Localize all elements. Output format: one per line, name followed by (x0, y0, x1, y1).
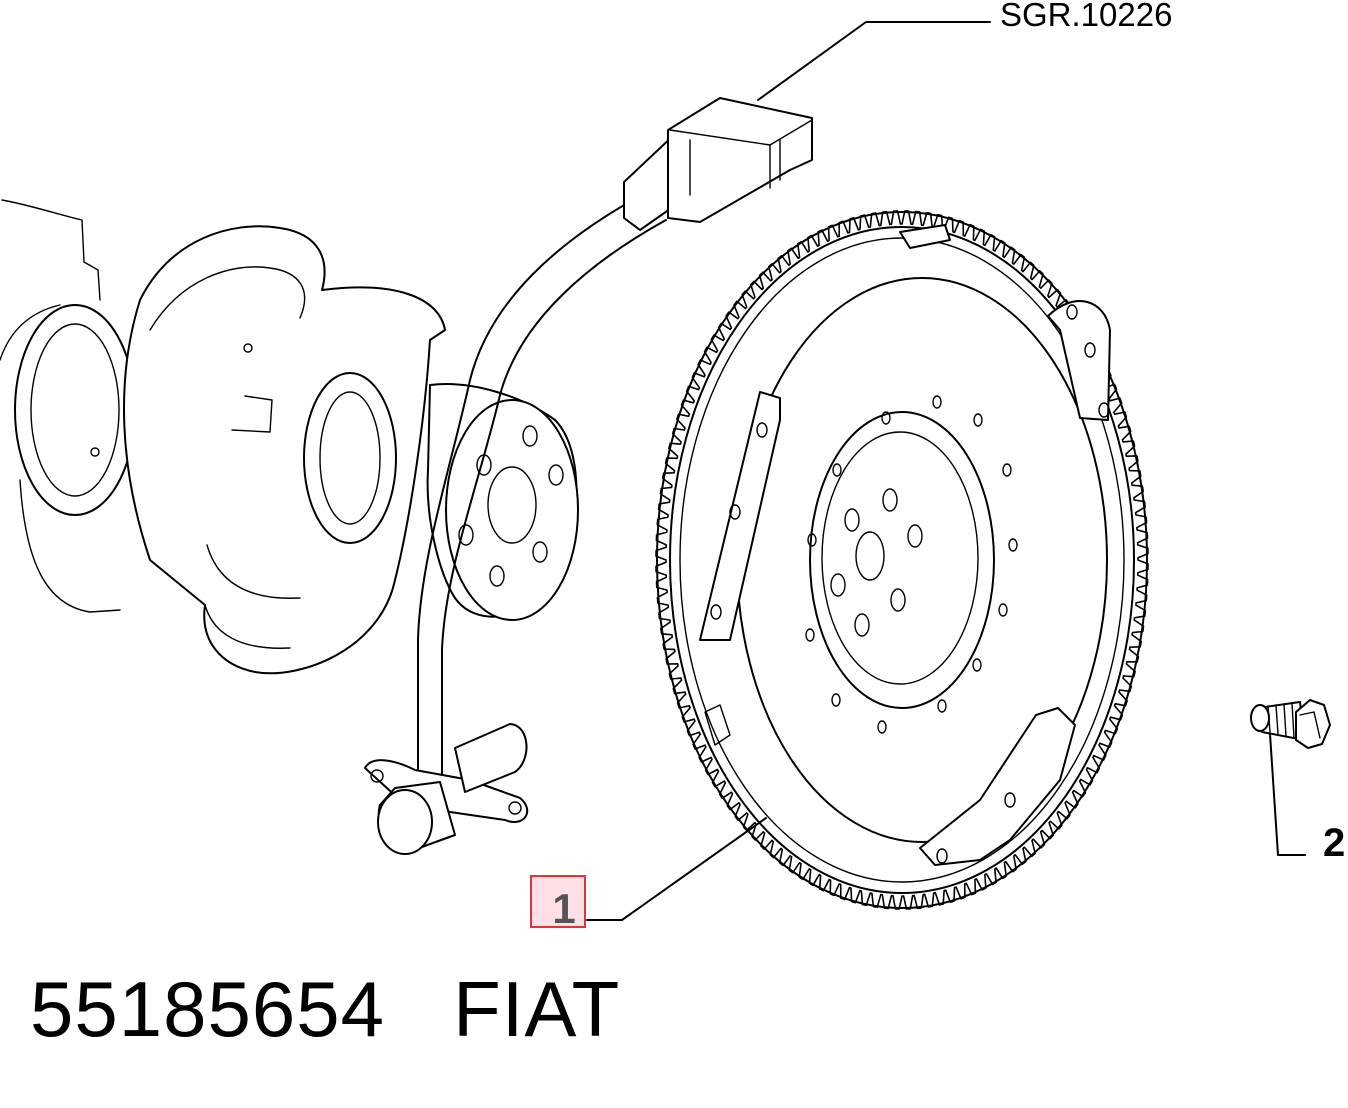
flywheel-bolt (1250, 699, 1331, 749)
flywheel-item-number: 1 (552, 885, 575, 932)
ring-gear-outline (655, 210, 1149, 910)
callout-1-highlight[interactable] (530, 875, 586, 928)
crankshaft-position-sensor (364, 97, 813, 855)
callout-1[interactable]: 1 (530, 875, 586, 932)
flywheel (655, 210, 1149, 910)
leader-lines (586, 21, 1306, 921)
brand-name: FIAT (453, 965, 621, 1053)
flywheel-ring-gear-teeth (655, 210, 1149, 910)
crankshaft (0, 199, 579, 675)
bolt-item-number: 2 (1323, 821, 1345, 865)
part-code-footer: 55185654 FIAT (30, 970, 620, 1048)
sensor-reference-label: SGR.10226 (1000, 0, 1172, 33)
part-number: 55185654 (30, 965, 386, 1053)
